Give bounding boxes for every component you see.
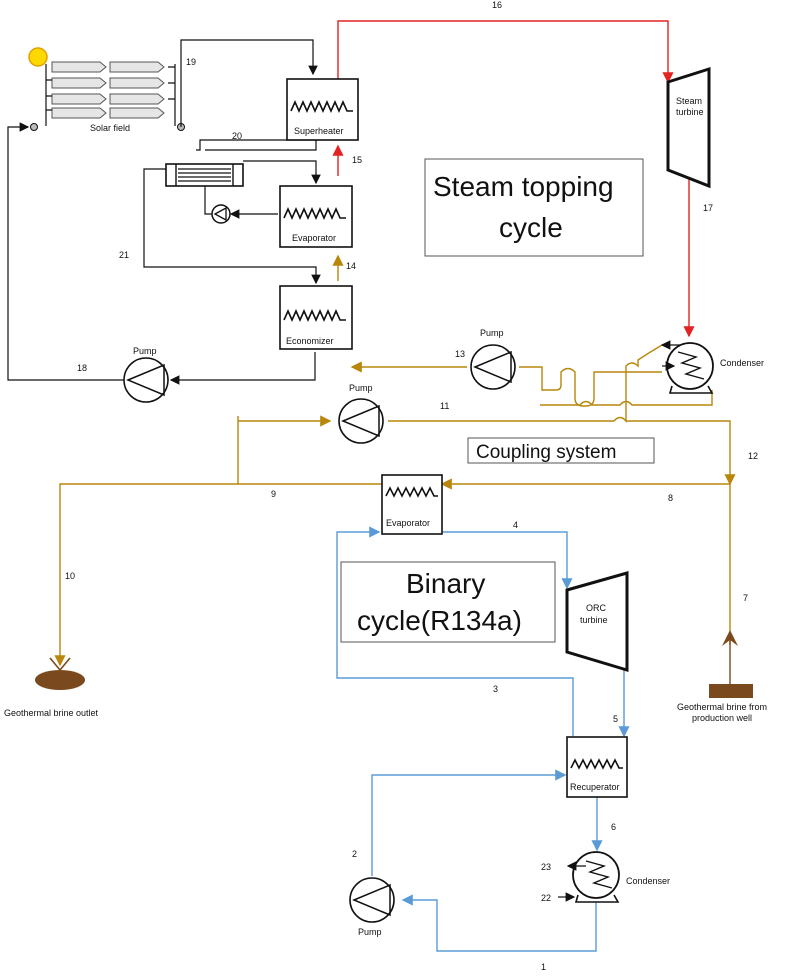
pump-orc: Pump (349, 877, 395, 937)
recuperator: Recuperator (566, 736, 628, 798)
coil-icon (283, 309, 346, 322)
state-number: 23 (541, 862, 551, 872)
brine-outlet-pool-icon (35, 670, 85, 690)
evaporator-steam: Evaporator (279, 185, 353, 248)
state-number: 5 (613, 714, 618, 724)
condenser-to-pump-13 (519, 366, 662, 407)
stream-9-10-line (54, 483, 382, 667)
stream-3-line (336, 526, 574, 736)
pump-mid-label: Pump (349, 383, 373, 393)
stream-1-line (401, 894, 597, 952)
coil-icon (290, 100, 353, 113)
evap-loop-in (243, 160, 321, 185)
orc-turbine-label-2: turbine (580, 615, 608, 625)
steam-topping-title-2: cycle (499, 212, 563, 243)
brine-inlet-arrow-icon (722, 630, 738, 646)
state-number: 1 (541, 962, 546, 972)
condenser-steam: Condenser (660, 340, 764, 394)
superheater: Superheater (286, 78, 359, 141)
state-number: 20 (232, 131, 242, 141)
orc-turbine: ORC turbine (565, 571, 629, 673)
stream-2-line (371, 769, 567, 876)
state-number: 17 (703, 203, 713, 213)
state-number: 15 (352, 155, 362, 165)
steam-turbine-label-1: Steam (676, 96, 702, 106)
economizer: Economizer (279, 285, 353, 350)
state-number: 8 (668, 493, 673, 503)
state-number: 18 (77, 363, 87, 373)
evaporator-top-label: Evaporator (292, 233, 336, 243)
pump-11: Pump (338, 383, 384, 444)
condenser-orc: Condenser (558, 851, 670, 903)
state-number: 21 (119, 250, 129, 260)
coil-icon (283, 207, 346, 220)
coupling-title-box: Coupling system (467, 437, 655, 464)
state-number: 12 (748, 451, 758, 461)
state-number: 7 (743, 593, 748, 603)
state-number: 2 (352, 849, 357, 859)
superheater-label: Superheater (294, 126, 344, 136)
state-number: 22 (541, 893, 551, 903)
solar-field-label: Solar field (90, 123, 130, 133)
pump-top-label: Pump (480, 328, 504, 338)
stream-20-line (196, 139, 317, 151)
state-number: 13 (455, 349, 465, 359)
pump-18: Pump (123, 346, 169, 403)
econ-out-to-pump (169, 352, 316, 385)
state-number: 4 (513, 520, 518, 530)
production-well-icon (709, 684, 753, 698)
evaporator-orc: Evaporator (381, 474, 443, 535)
state-number: 9 (271, 489, 276, 499)
recirc-pump-to-drum (204, 186, 212, 215)
state-number: 14 (346, 261, 356, 271)
solar-field: Solar field (28, 47, 185, 133)
stream-18-line (7, 122, 124, 381)
economizer-label: Economizer (286, 336, 334, 346)
stream-16-line (337, 20, 674, 84)
state-number: 6 (611, 822, 616, 832)
binary-title-box: Binary cycle(R134a) (340, 561, 556, 643)
pump-left-label: Pump (133, 346, 157, 356)
stream-4-line (424, 531, 573, 590)
steam-turbine: Steam turbine (666, 66, 711, 189)
condenser-return (540, 390, 713, 406)
stream-21-line (143, 168, 321, 285)
state-number: 19 (186, 57, 196, 67)
steam-drum (165, 163, 244, 187)
state-number: 11 (440, 401, 449, 411)
coupling-title: Coupling system (476, 442, 616, 463)
condenser-top-label: Condenser (720, 358, 764, 368)
recuperator-label: Recuperator (570, 782, 620, 792)
stream-12-line (388, 344, 730, 484)
brine-outlet-label: Geothermal brine outlet (4, 708, 99, 718)
stream-19-line (180, 39, 318, 127)
steam-topping-title-box: Steam topping cycle (424, 158, 644, 257)
brine-from-label-2: production well (692, 713, 752, 723)
steam-turbine-label-2: turbine (676, 107, 704, 117)
state-number: 10 (65, 571, 75, 581)
steam-topping-title-1: Steam topping (433, 171, 614, 202)
sun-icon (28, 47, 48, 67)
state-number: 16 (492, 0, 502, 10)
brine-from-label-1: Geothermal brine from (677, 702, 767, 712)
binary-title-1: Binary (406, 568, 485, 599)
solar-collector-array (51, 61, 165, 119)
coil-icon (385, 486, 438, 498)
recirculation-pump-icon (211, 204, 231, 224)
state-number: 3 (493, 684, 498, 694)
condenser-bottom-label: Condenser (626, 876, 670, 886)
pump-13: Pump (470, 328, 516, 390)
orc-turbine-label-1: ORC (586, 603, 607, 613)
evaporator-mid-label: Evaporator (386, 518, 430, 528)
binary-title-2: cycle(R134a) (357, 605, 522, 636)
coil-icon (570, 758, 623, 770)
pump-bottom-label: Pump (358, 927, 382, 937)
